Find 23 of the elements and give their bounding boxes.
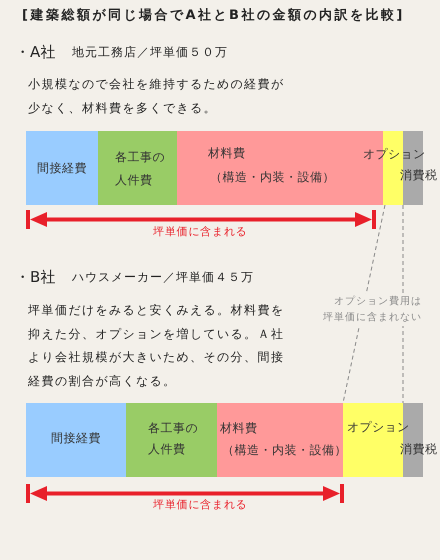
bar-segment	[26, 403, 126, 477]
dimension-label: 坪単価に含まれる	[153, 498, 248, 512]
segment-label: 間接経費	[50, 430, 102, 447]
company-heading: ・B社	[15, 267, 56, 287]
company-subheading: 地元工務店／坪単価５０万	[72, 44, 228, 60]
segment-label: （構造・内装・設備）	[210, 169, 335, 186]
segment-label: 各工事の人件費	[148, 420, 199, 458]
bar-segment	[26, 131, 98, 205]
segment-label: 材料費	[220, 420, 258, 437]
bar-segment	[217, 403, 343, 477]
segment-label: 間接経費	[36, 160, 88, 177]
note-text: オプション費用は坪単価に含まれない	[322, 294, 422, 326]
title: [建築総額が同じ場合でA社とB社の金額の内訳を比較]	[22, 7, 405, 25]
description-text: 小規模なので会社を維持するための経費が少なく、材料費を多くできる。	[28, 76, 286, 116]
bar-segment	[126, 403, 217, 477]
segment-label: （構造・内装・設備）	[222, 442, 347, 459]
description-text: 坪単価だけをみると安くみえる。材料費を抑えた分、オプションを増している。Ａ社より会社規模が大きいため、その分、間接経費の割合が高くなる。	[28, 302, 286, 390]
dimension-label: 坪単価に含まれる	[153, 225, 248, 239]
segment-label: 材料費	[208, 145, 246, 162]
company-subheading: ハウスメーカー／坪単価４５万	[72, 269, 254, 285]
bar-segment	[98, 131, 177, 205]
segment-label: 各工事の人件費	[115, 149, 166, 189]
company-heading: ・A社	[15, 42, 56, 62]
